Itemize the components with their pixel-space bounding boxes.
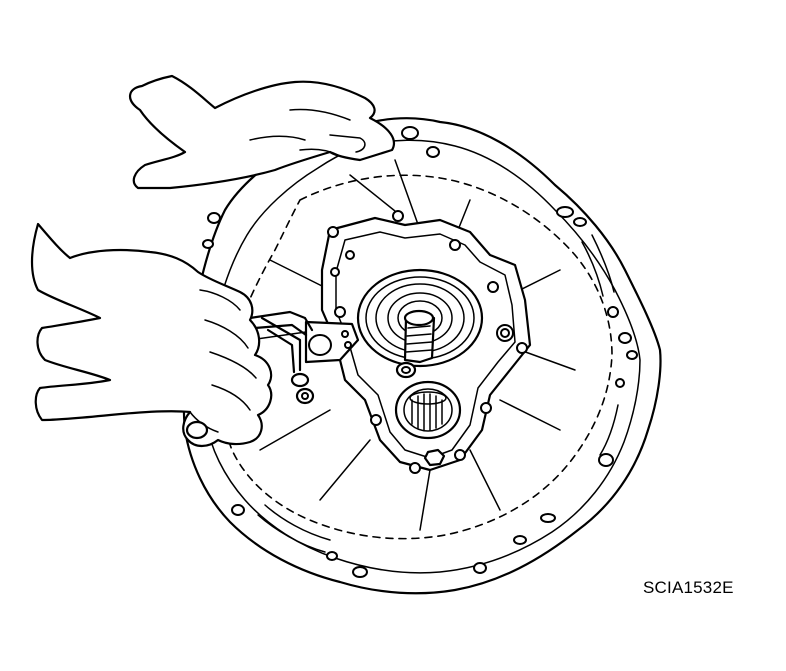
countershaft-bore xyxy=(394,380,462,440)
lower-hand xyxy=(30,222,273,448)
figure-code-label: SCIA1532E xyxy=(643,578,734,597)
input-shaft xyxy=(395,309,436,379)
drain-bolt xyxy=(423,448,446,467)
upper-hand xyxy=(129,74,396,190)
snap-ring-pliers xyxy=(248,310,360,405)
